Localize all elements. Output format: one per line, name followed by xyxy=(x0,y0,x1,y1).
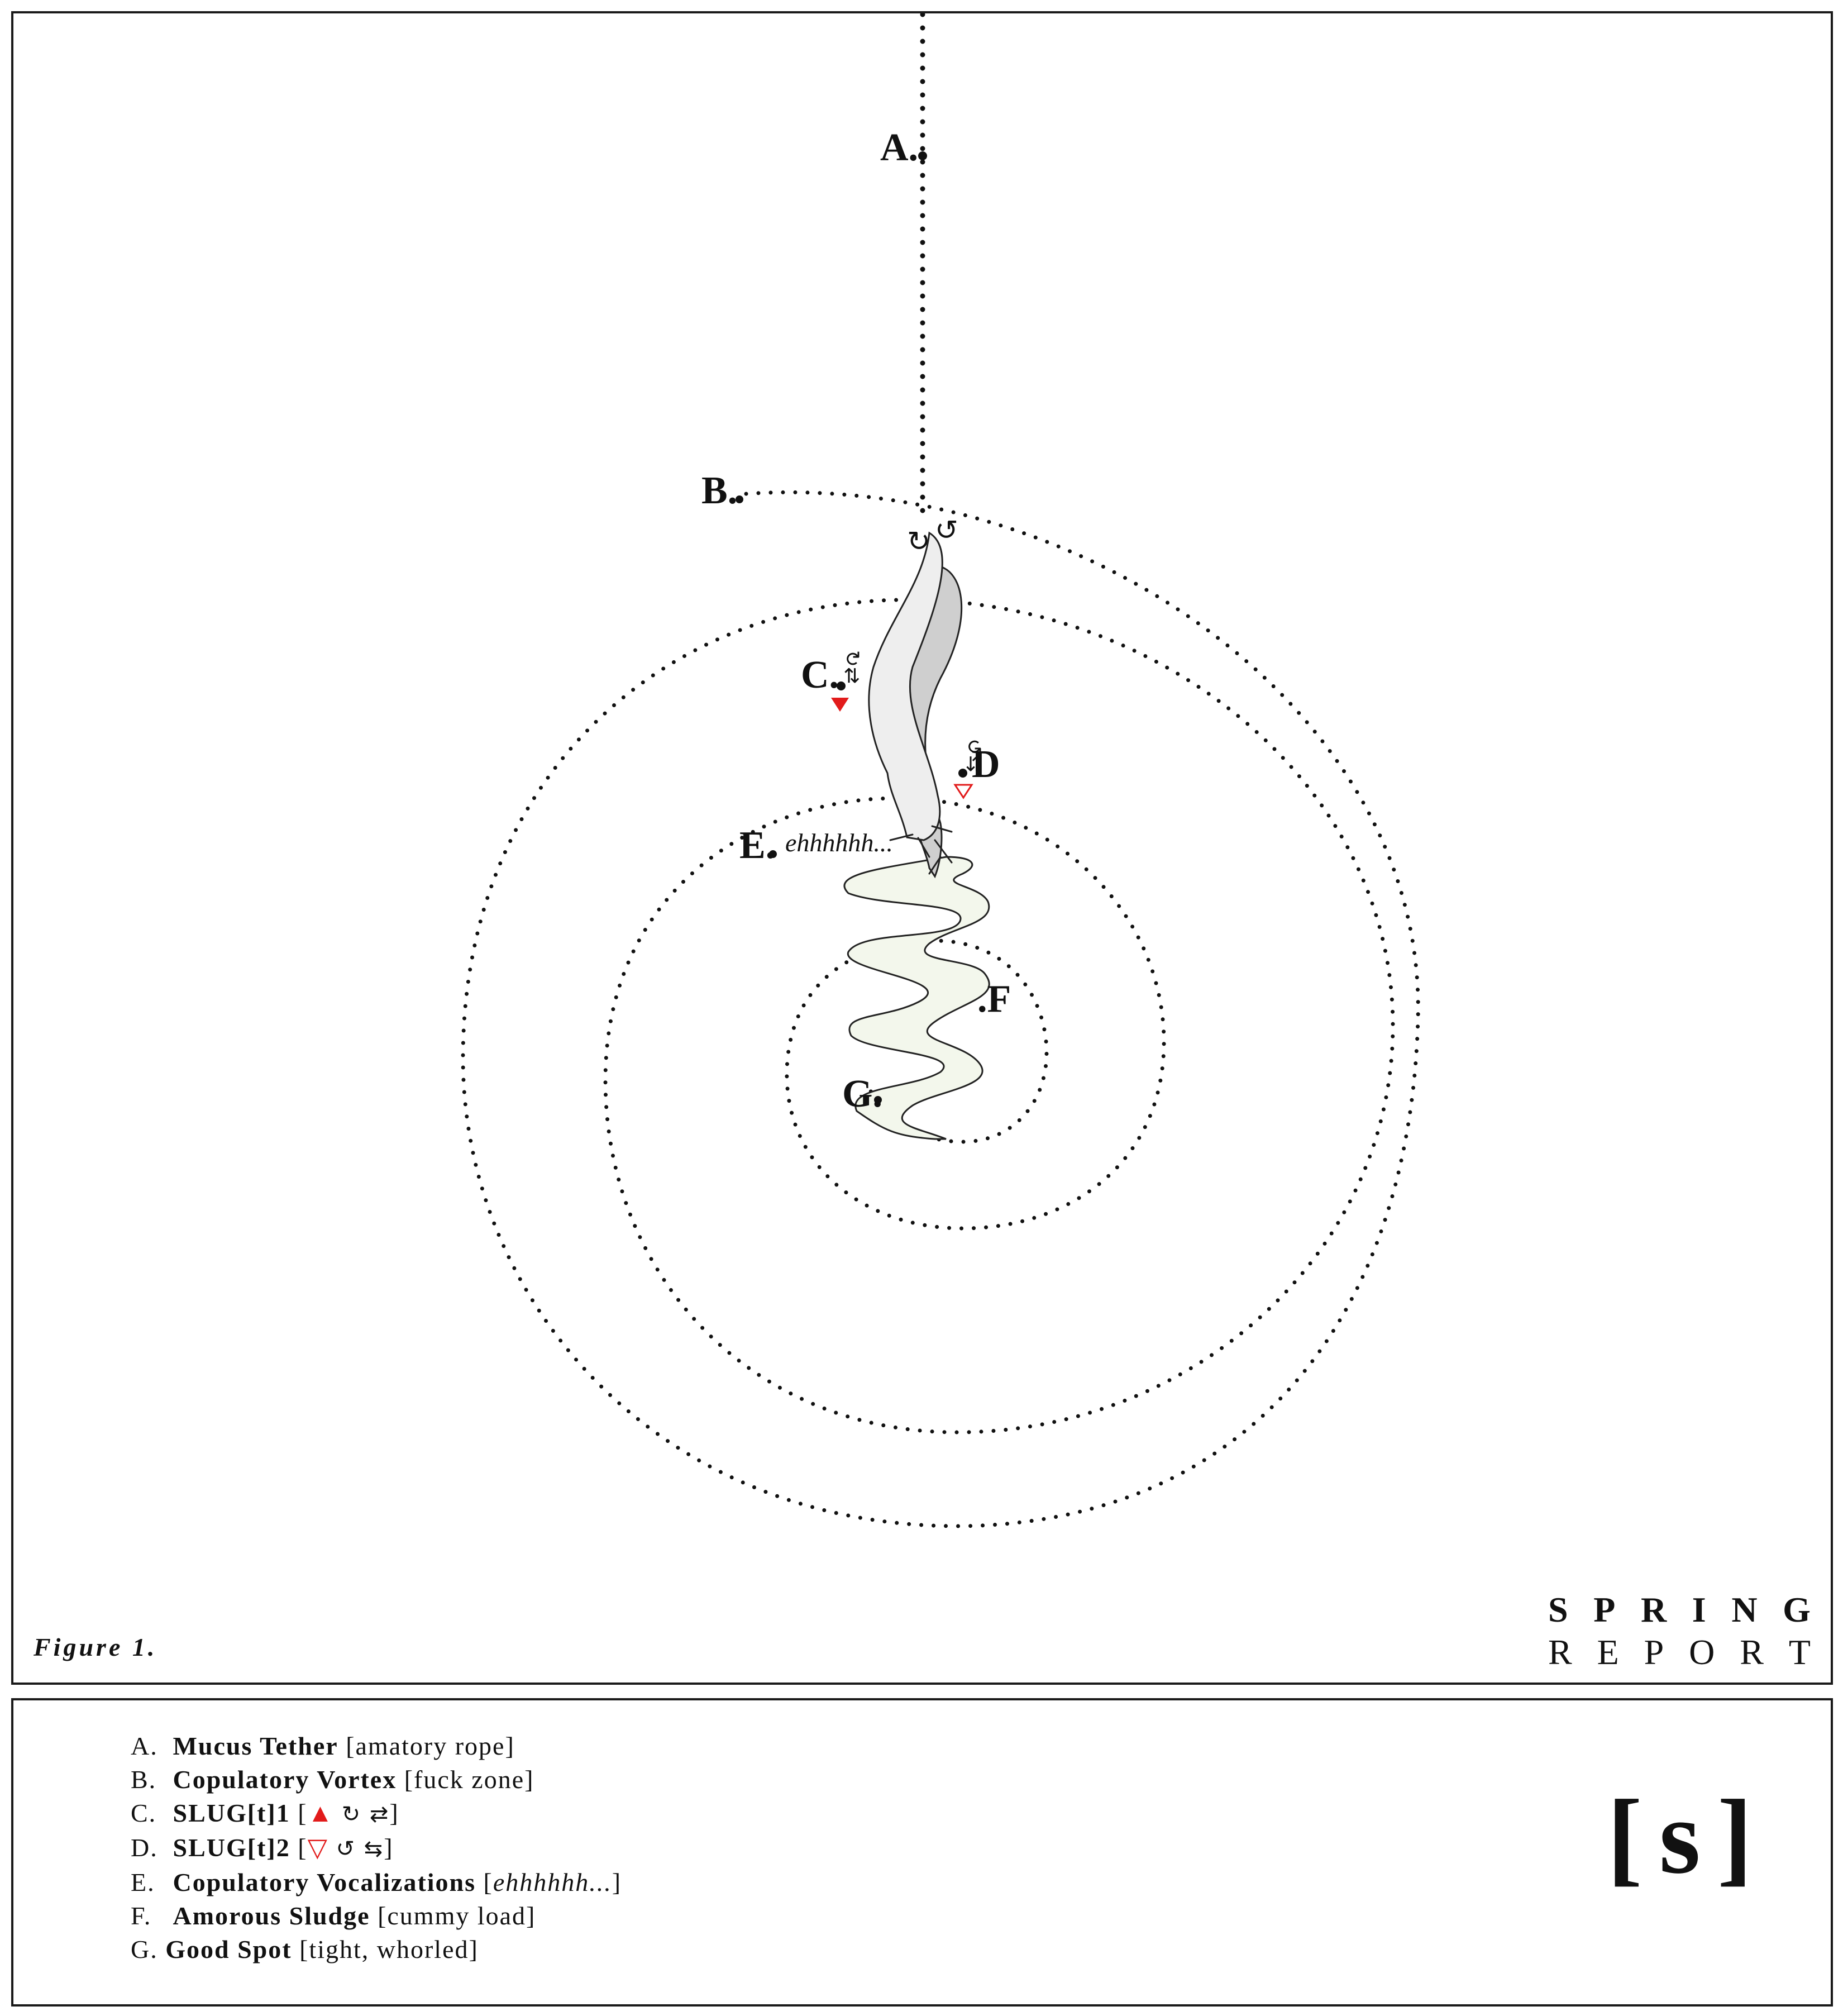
spring-report-logo: [s] xyxy=(1607,1779,1769,1896)
legend-key: C. xyxy=(131,1799,157,1827)
legend-item-e: E. Copulatory Vocalizations [ehhhhhh...] xyxy=(131,1866,622,1899)
brand-letter: P xyxy=(1593,1590,1616,1629)
slug-2-point xyxy=(958,769,967,778)
rotate-ccw-icon: ↺ xyxy=(935,514,958,546)
amorous-sludge xyxy=(843,856,990,1140)
legend-name: SLUG[t]2 xyxy=(173,1833,290,1862)
brand-letter: S xyxy=(1548,1590,1568,1629)
legend-name: Mucus Tether xyxy=(173,1732,338,1760)
legend-key: F. xyxy=(131,1901,152,1930)
brand-letter: O xyxy=(1689,1632,1715,1672)
label-f: .F xyxy=(977,978,1011,1021)
brand-letter: R xyxy=(1640,1590,1667,1629)
legend-item-b: B. Copulatory Vortex [fuck zone] xyxy=(131,1763,622,1796)
legend-item-d: D. SLUG[t]2 [▽ ↺ ⇆] xyxy=(131,1831,622,1866)
label-b: B. xyxy=(701,469,738,512)
brand-letter: P xyxy=(1644,1632,1664,1672)
legend-bracket: ] xyxy=(389,1799,399,1827)
point-g xyxy=(874,1096,882,1104)
label-a: A. xyxy=(880,126,919,169)
brand-letter: G xyxy=(1783,1590,1811,1629)
slug-tentacles xyxy=(889,825,953,875)
rotate-cw-icon: ↻ xyxy=(907,525,930,557)
brand-wordmark-top: S P R I N G xyxy=(1548,1592,1811,1628)
legend-name: Amorous Sludge xyxy=(173,1901,370,1930)
label-c: C. xyxy=(801,654,839,697)
legend-name: Good Spot xyxy=(165,1935,292,1963)
legend-name: SLUG[t]1 xyxy=(173,1799,290,1827)
figure-panel: ↻ ↺ ↻⇄ ↺⇆ A. B. C. D E. ehhhhhh... .F G.… xyxy=(11,11,1833,1685)
filled-triangle-icon xyxy=(831,698,849,712)
outline-triangle-icon xyxy=(953,784,973,799)
slug-1-arrows-icon: ↻⇄ xyxy=(841,650,863,684)
copulatory-vortex-spiral xyxy=(461,490,1420,1528)
slug-1-body xyxy=(868,531,943,841)
brand-letter: R xyxy=(1740,1632,1764,1672)
legend-panel: A. Mucus Tether [amatory rope] B. Copula… xyxy=(11,1698,1833,2007)
brand-letter: R xyxy=(1548,1632,1572,1672)
legend-bracket: ] xyxy=(612,1868,622,1896)
point-a xyxy=(918,151,927,160)
legend-key: B. xyxy=(131,1765,157,1794)
legend-bracket: [ xyxy=(483,1868,493,1896)
spiral-diagram: ↻ ↺ ↻⇄ ↺⇆ xyxy=(461,13,1420,1528)
legend-desc: [amatory rope] xyxy=(346,1732,515,1760)
brand-letter: T xyxy=(1788,1632,1811,1672)
rotation-arrows-icon: ↻ ⇄ xyxy=(341,1801,390,1827)
legend-item-g: G. Good Spot [tight, whorled] xyxy=(131,1933,622,1966)
legend-name: Copulatory Vocalizations xyxy=(173,1868,476,1896)
rotation-arrows-icon: ↺ ⇆ xyxy=(336,1836,384,1862)
point-b xyxy=(736,495,743,503)
legend-item-f: F. Amorous Sludge [cummy load] xyxy=(131,1899,622,1933)
brand-letter: E xyxy=(1597,1632,1619,1672)
brand-letter: N xyxy=(1731,1590,1758,1629)
legend-desc: [tight, whorled] xyxy=(299,1935,479,1963)
legend-bracket: ] xyxy=(384,1833,394,1862)
brand-wordmark-bottom: R E P O R T xyxy=(1548,1634,1811,1670)
label-d: D xyxy=(972,743,1000,786)
legend-item-a: A. Mucus Tether [amatory rope] xyxy=(131,1729,622,1763)
legend-key: E. xyxy=(131,1868,155,1896)
legend-desc: ehhhhhh... xyxy=(493,1868,612,1896)
brand-letter: I xyxy=(1692,1590,1706,1629)
figure-caption: Figure 1. xyxy=(34,1633,157,1661)
legend-bracket: [ xyxy=(298,1799,308,1827)
label-e: E. xyxy=(739,824,776,867)
point-e xyxy=(769,850,777,858)
legend-desc: [cummy load] xyxy=(378,1901,536,1930)
legend-key: A. xyxy=(131,1732,158,1760)
legend-bracket: [ xyxy=(298,1833,308,1862)
legend-key: G. xyxy=(131,1935,158,1963)
filled-triangle-icon: ▲ xyxy=(307,1799,335,1827)
slug-1-point xyxy=(837,681,846,690)
legend-list: A. Mucus Tether [amatory rope] B. Copula… xyxy=(131,1729,622,1966)
slug-2-arrows-icon: ↺⇆ xyxy=(962,738,985,772)
legend-name: Copulatory Vortex xyxy=(173,1765,397,1794)
legend-key: D. xyxy=(131,1833,158,1862)
label-g: G. xyxy=(842,1073,882,1116)
vocalization-text: ehhhhhh... xyxy=(785,828,893,857)
legend-item-c: C. SLUG[t]1 [▲ ↻ ⇄] xyxy=(131,1796,622,1831)
legend-desc: [fuck zone] xyxy=(404,1765,534,1794)
outline-triangle-icon: ▽ xyxy=(307,1833,328,1862)
